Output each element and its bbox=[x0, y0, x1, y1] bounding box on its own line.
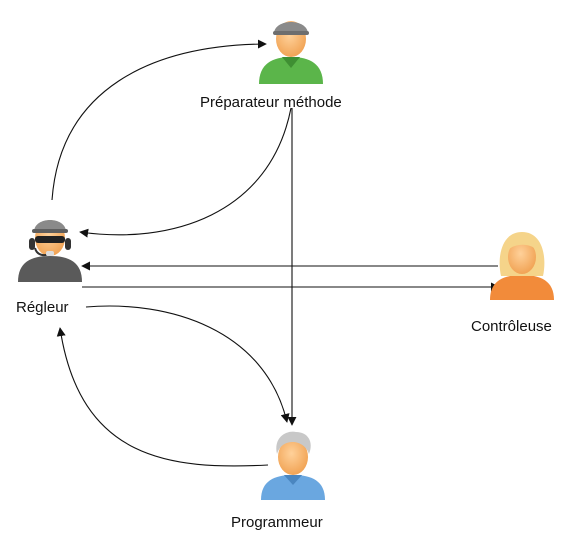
label-controleuse: Contrôleuse bbox=[471, 318, 552, 335]
actor-regleur[interactable] bbox=[18, 220, 82, 282]
edge-preparateur-to-regleur bbox=[79, 107, 292, 238]
label-programmeur: Programmeur bbox=[231, 514, 323, 531]
man-grey-hair-icon bbox=[261, 431, 325, 500]
actor-programmeur[interactable] bbox=[261, 431, 325, 500]
operator-headset-icon bbox=[18, 220, 82, 282]
worker-cap-icon bbox=[259, 21, 323, 84]
label-preparateur: Préparateur méthode bbox=[200, 94, 342, 111]
edges bbox=[51, 39, 500, 467]
edge-regleur-to-preparateur bbox=[51, 39, 267, 201]
actor-preparateur[interactable] bbox=[259, 21, 323, 84]
actor-controleuse[interactable] bbox=[490, 232, 554, 300]
edge-programmeur-to-regleur bbox=[56, 327, 269, 467]
edge-regleur-to-programmeur bbox=[85, 305, 290, 423]
woman-blonde-icon bbox=[490, 232, 554, 300]
label-regleur: Régleur bbox=[16, 299, 69, 316]
